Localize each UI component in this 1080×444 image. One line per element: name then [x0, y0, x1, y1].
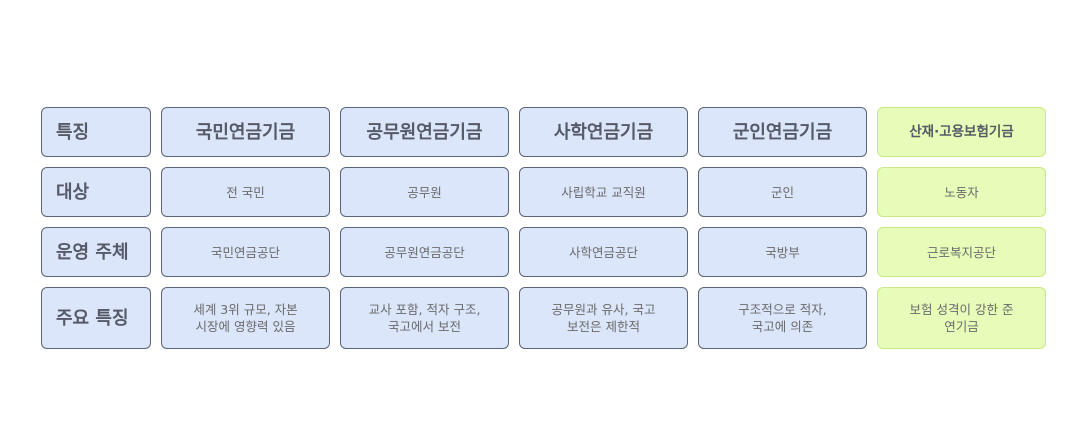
operator-national-pension: 국민연금공단: [161, 227, 330, 277]
operator-military-pension: 국방부: [698, 227, 867, 277]
column-header-private-school-pension: 사학연금기금: [519, 107, 688, 157]
features-military-pension: 구조적으로 적자, 국고에 의존: [698, 287, 867, 349]
target-national-pension: 전 국민: [161, 167, 330, 217]
row-label-key-features: 주요 특징: [41, 287, 151, 349]
pension-fund-comparison-table: 특징 국민연금기금 공무원연금기금 사학연금기금 군인연금기금 산재·고용보험기…: [41, 107, 1046, 349]
features-private-school-pension: 공무원과 유사, 국고 보전은 제한적: [519, 287, 688, 349]
column-header-military-pension: 군인연금기금: [698, 107, 867, 157]
target-military-pension: 군인: [698, 167, 867, 217]
operator-civil-servant-pension: 공무원연금공단: [340, 227, 509, 277]
target-private-school-pension: 사립학교 교직원: [519, 167, 688, 217]
operator-private-school-pension: 사학연금공단: [519, 227, 688, 277]
features-national-pension: 세계 3위 규모, 자본 시장에 영향력 있음: [161, 287, 330, 349]
row-label-features-header: 특징: [41, 107, 151, 157]
row-label-operator: 운영 주체: [41, 227, 151, 277]
column-header-civil-servant-pension: 공무원연금기금: [340, 107, 509, 157]
features-civil-servant-pension: 교사 포함, 적자 구조, 국고에서 보전: [340, 287, 509, 349]
operator-industrial-employment-insurance: 근로복지공단: [877, 227, 1046, 277]
column-header-national-pension: 국민연금기금: [161, 107, 330, 157]
target-civil-servant-pension: 공무원: [340, 167, 509, 217]
features-industrial-employment-insurance: 보험 성격이 강한 준 연기금: [877, 287, 1046, 349]
column-header-industrial-employment-insurance: 산재·고용보험기금: [877, 107, 1046, 157]
row-label-target: 대상: [41, 167, 151, 217]
target-industrial-employment-insurance: 노동자: [877, 167, 1046, 217]
